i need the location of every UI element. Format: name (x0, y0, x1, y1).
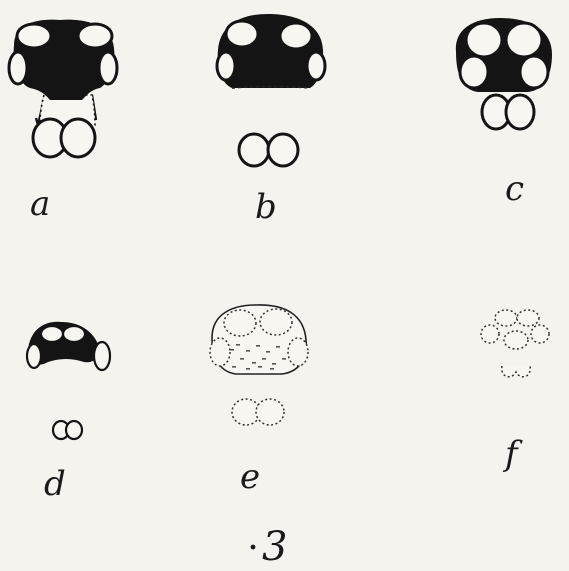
figure-d (27, 322, 110, 439)
figure-f (481, 310, 549, 377)
plate-number: 3 (262, 524, 287, 570)
figure-e (210, 305, 308, 425)
figure-label-c: c (505, 169, 524, 209)
figure-label-a: a (30, 184, 50, 224)
figure-label-f: f (502, 434, 523, 474)
figure-label-e: e (240, 457, 260, 497)
figure-label-d: d (44, 464, 66, 504)
figure-a (9, 20, 117, 157)
figure-b (217, 14, 325, 166)
plate-number-dot (251, 545, 256, 550)
figure-c (456, 18, 552, 129)
figure-label-b: b (255, 187, 277, 227)
